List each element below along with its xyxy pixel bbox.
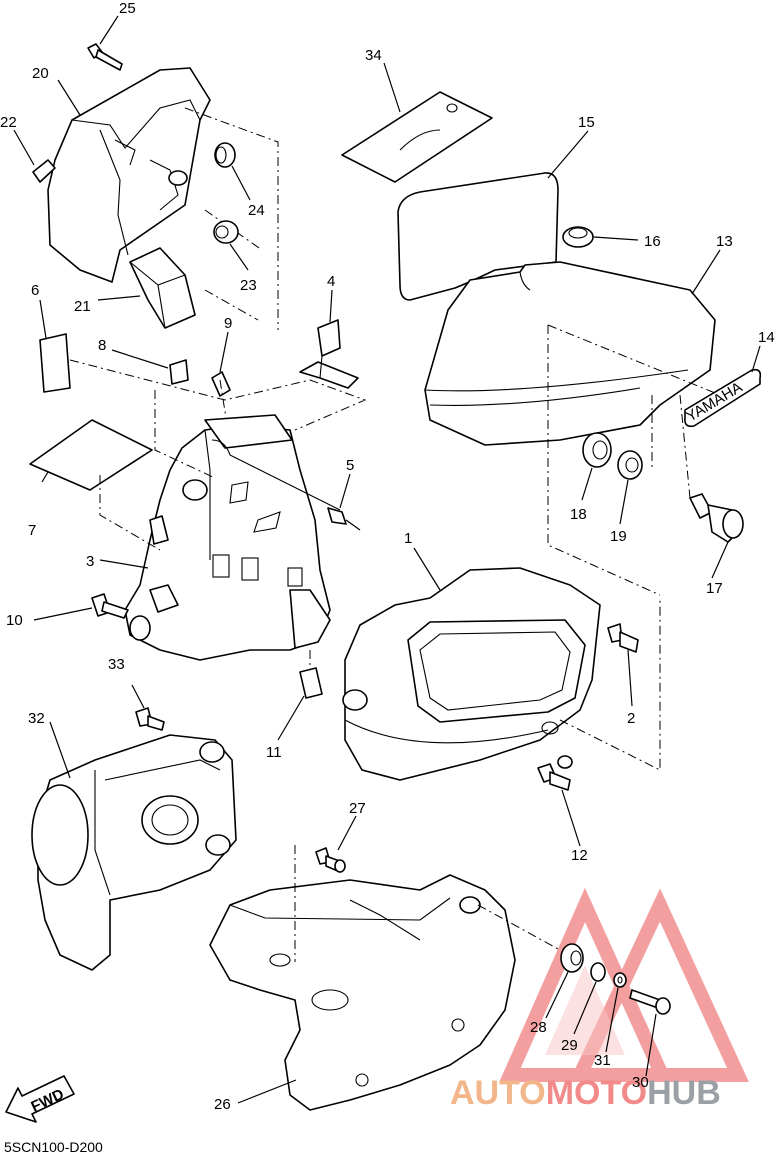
- callout-1: 1: [404, 530, 412, 547]
- callout-19: 19: [610, 528, 627, 545]
- part-28-grommet: [560, 943, 584, 973]
- part-30-bolt: [629, 989, 671, 1015]
- part-33-bolt: [135, 707, 165, 731]
- part-24-grommet: [214, 142, 236, 168]
- callout-24: 24: [248, 202, 265, 219]
- callout-28: 28: [530, 1019, 547, 1036]
- callout-33: 33: [108, 656, 125, 673]
- leader-lines: [13, 15, 761, 1104]
- callout-29: 29: [561, 1037, 578, 1054]
- callout-18: 18: [570, 506, 587, 523]
- part-2-bolt: [607, 623, 639, 653]
- callout-10: 10: [6, 612, 23, 629]
- callout-16: 16: [644, 233, 661, 250]
- part-16-grommet: [562, 226, 594, 248]
- part-19-grommet: [617, 450, 643, 480]
- callout-12: 12: [571, 847, 588, 864]
- part-27-bolt: [315, 847, 346, 873]
- callout-17: 17: [706, 580, 723, 597]
- part-31-washer: [613, 972, 627, 988]
- callout-4: 4: [327, 273, 335, 290]
- part-6-pad: [39, 333, 71, 393]
- part-34-pad: [341, 91, 493, 183]
- part-11-clip: [299, 650, 323, 699]
- part-26-lower-cover: [209, 845, 561, 1111]
- part-17-lock: [679, 394, 744, 543]
- callout-31: 31: [594, 1052, 611, 1069]
- callout-5: 5: [346, 457, 354, 474]
- callout-3: 3: [86, 553, 94, 570]
- callout-20: 20: [32, 65, 49, 82]
- part-7-pad: [29, 419, 153, 491]
- part-32-front-cover: [31, 734, 237, 971]
- callout-26: 26: [214, 1096, 231, 1113]
- part-10-bolt: [91, 593, 129, 619]
- part-18-grommet: [582, 432, 612, 468]
- callout-22: 22: [0, 114, 17, 131]
- callout-27: 27: [349, 800, 366, 817]
- part-8-clip: [169, 359, 189, 385]
- callout-11: 11: [266, 744, 282, 761]
- callout-14: 14: [758, 329, 775, 346]
- emblem-text: YAMAHA: [683, 379, 745, 426]
- part-12-bolt: [537, 755, 573, 791]
- part-22-clip: [32, 159, 56, 183]
- part-4-bracket: [204, 289, 359, 389]
- part-13-side-cover: [424, 261, 721, 596]
- callout-34: 34: [365, 47, 382, 64]
- callout-2: 2: [627, 710, 635, 727]
- part-29-collar: [590, 962, 606, 982]
- watermark-text: AUTOMOTOHUB: [450, 1074, 721, 1112]
- fwd-arrow-icon: FWD: [5, 1075, 75, 1123]
- part-5-wire: [211, 439, 361, 531]
- part-3-battery-box: [69, 359, 367, 661]
- callout-6: 6: [31, 282, 39, 299]
- callout-9: 9: [224, 315, 232, 332]
- watermark-logo: [499, 887, 749, 1082]
- callout-13: 13: [716, 233, 733, 250]
- callout-30: 30: [632, 1074, 649, 1091]
- callout-21: 21: [74, 298, 91, 315]
- part-1-air-cover: [342, 567, 661, 781]
- callout-25: 25: [119, 0, 136, 17]
- part-21-sponge: [129, 247, 196, 329]
- callout-7: 7: [28, 522, 36, 539]
- callout-15: 15: [578, 114, 595, 131]
- callout-labels: 1 2 3 4 5 6 7 8 9 10 11 12 13 14 15 16 1…: [0, 0, 775, 1113]
- part-23-grommet: [213, 220, 239, 244]
- part-25-bolt: [87, 43, 123, 71]
- part-20-upper-cover: [47, 67, 279, 330]
- callout-8: 8: [98, 337, 106, 354]
- callout-32: 32: [28, 710, 45, 727]
- callout-23: 23: [240, 277, 257, 294]
- diagram-code: 5SCN100-D200: [4, 1139, 103, 1155]
